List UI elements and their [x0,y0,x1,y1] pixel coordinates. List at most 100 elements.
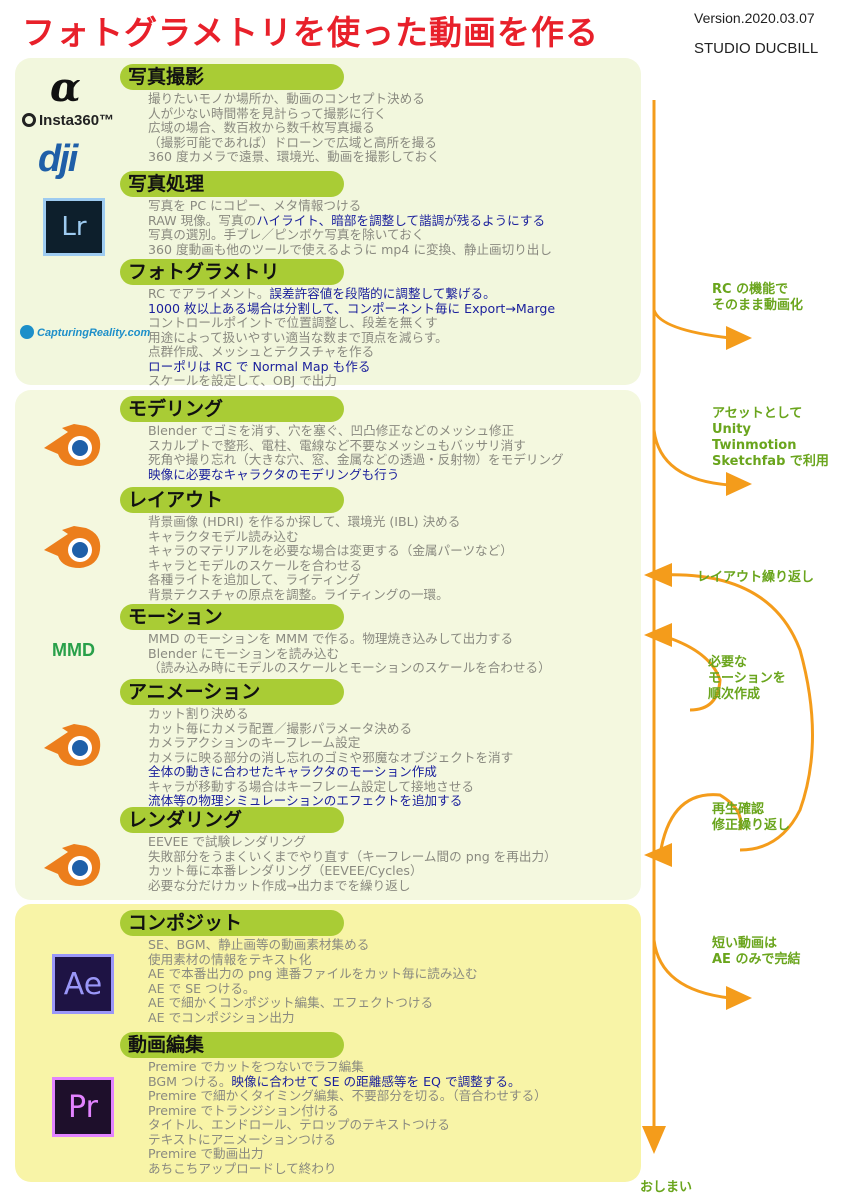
step-text: BGM つける。 [148,1073,232,1089]
step-line: MMD のモーションを MMM で作る。物理焼き込みして出力する [148,631,514,647]
section-title: フォトグラメトリ [120,259,344,285]
step-text: 撮りたいモノか場所か、動画のコンセプト決める [148,91,425,106]
step-line: Premire でカットをつないでラフ編集 [148,1059,364,1075]
blender-icon-2 [44,526,101,568]
step-text: （撮影可能であれば）ドローンで広域と高所を撮る [148,134,437,150]
step-line: 1000 枚以上ある場合は分割して、コンポーネント毎に Export→Marge [148,301,555,317]
step-text: AE で本番出力の png 連番ファイルをカット毎に読み込む [148,966,478,981]
section-title: レイアウト [120,487,344,513]
after-effects-logo: Ae [52,954,114,1014]
step-line: AE で本番出力の png 連番ファイルをカット毎に読み込む [148,966,478,982]
step-line: カット毎にカメラ配置／撮影パラメータ決める [148,721,412,737]
step-text: MMD のモーションを MMM で作る。物理焼き込みして出力する [148,631,514,646]
note-line: レイアウト繰り返し [697,570,815,585]
step-line: RC でアライメント。誤差許容値を段階的に調整して繋げる。 [148,286,496,302]
step-line: キャラのマテリアルを必要な場合は変更する（金属パーツなど） [148,543,513,559]
step-text: 背景テクスチャの原点を調整。ライティングの一環。 [148,586,449,602]
step-line: スケールを設定して、OBJ で出力 [148,373,337,389]
step-line: Premire でトランジション付ける [148,1102,339,1119]
highlight-text: ローポリは RC で Normal Map も作る [148,358,371,374]
step-line: 広域の場合、数百枚から数千枚写真撮る [148,120,375,136]
premiere-logo: Pr [52,1077,114,1137]
step-text: カット割り決める [148,706,249,721]
step-line: 映像に必要なキャラクタのモデリングも行う [148,466,400,483]
arrow-head-motion [644,623,672,647]
step-text: 写真の選別。手ブレ／ピンボケ写真を除いておく [148,227,425,242]
note-rc: RC の機能でそのまま動画化 [712,282,803,314]
step-line: 写真の選別。手ブレ／ピンボケ写真を除いておく [148,227,425,243]
note-layout-repeat: レイアウト繰り返し [697,570,814,586]
step-line: キャラクタモデル読み込む [148,529,299,545]
step-text: 360 度動画も他のツールで使えるように mp4 に変換、静止画切り出し [148,241,552,257]
highlight-text: 映像に必要なキャラクタのモデリングも行う [148,466,400,482]
highlight-text: 映像に合わせて SE の距離感等を EQ で調整する。 [231,1073,521,1089]
step-text: カメラに映る部分の消し忘れのゴミや邪魔なオブジェクトを消す [148,749,514,765]
step-text: RC でアライメント。 [148,286,270,301]
highlight-text: 流体等の物理シミュレーションのエフェクトを追加する [148,793,463,808]
note-line: AE のみで完結 [712,952,801,967]
panel-capture-processing [15,58,641,385]
step-text: キャラが移動する場合はキーフレーム設定して接地させる [148,778,474,794]
note-playback: 再生確認修正繰り返し [712,802,790,834]
step-text: Premire でカットをつないでラフ編集 [148,1059,364,1074]
section-title: アニメーション [120,679,344,705]
flow-arrows [642,100,814,1154]
step-text: 点群作成、メッシュとテクスチャを作る [148,344,375,359]
end-label: おしまい [640,1180,693,1195]
step-line: タイトル、エンドロール、テロップのテキストつける [148,1117,450,1133]
step-text: 広域の場合、数百枚から数千枚写真撮る [148,120,375,135]
note-line: アセットとして [712,406,803,421]
highlight-text: 誤差許容値を段階的に調整して繋げる。 [269,286,496,301]
step-line: AE で細かくコンポジット編集、エフェクトつける [148,995,433,1011]
note-line: 修正繰り返し [712,818,791,833]
step-text: テキストにアニメーションつける [148,1131,337,1147]
page-title: フォトグラメトリを使った動画を作る [22,13,600,52]
step-text: Premire でトランジション付ける [148,1102,339,1118]
step-text: Blender でゴミを消す、穴を塞ぐ、凹凸修正などのメッシュ修正 [148,423,515,438]
step-line: カメラに映る部分の消し忘れのゴミや邪魔なオブジェクトを消す [148,749,514,766]
note-motion: 必要なモーションを順次作成 [708,655,786,703]
blender-icon-3 [44,724,101,766]
arrow-head-short [726,986,752,1010]
step-text: コントロールポイントで位置調整し、段差を無くす [148,315,438,330]
step-line: 点群作成、メッシュとテクスチャを作る [148,344,375,360]
step-line: あちこちアップロードして終わり [148,1161,337,1177]
step-line: BGM つける。映像に合わせて SE の距離感等を EQ で調整する。 [148,1073,521,1090]
blender-icon-1 [44,424,101,466]
step-text: カメラアクションのキーフレーム設定 [148,735,361,750]
note-line: Twinmotion [712,438,797,453]
step-line: カット毎に本番レンダリング（EEVEE/Cycles） [148,863,423,879]
step-line: （読み込み時にモデルのスケールとモーションのスケールを合わせる） [148,660,551,676]
section-title: 動画編集 [120,1032,344,1058]
note-line: モーションを [708,671,786,686]
step-line: カメラアクションのキーフレーム設定 [148,735,361,751]
step-line: 撮りたいモノか場所か、動画のコンセプト決める [148,91,425,107]
blender-icon-4 [44,844,101,886]
step-text: タイトル、エンドロール、テロップのテキストつける [148,1117,450,1132]
step-text: キャラとモデルのスケールを合わせる [148,557,363,573]
step-line: 写真を PC にコピー、メタ情報つける [148,198,362,214]
section-title: モデリング [120,396,344,422]
step-line: ローポリは RC で Normal Map も作る [148,358,371,375]
step-line: EEVEE で試験レンダリング [148,834,306,850]
note-line: そのまま動画化 [712,298,804,313]
step-text: RAW 現像。写真の [148,212,257,228]
section-title: コンポジット [120,910,344,936]
step-line: RAW 現像。写真のハイライト、暗部を調整して諧調が残るようにする [148,212,545,229]
sony-alpha-logo: α [50,64,81,111]
mmd-logo: MMD [52,640,95,660]
step-text: Premire で動画出力 [148,1146,264,1161]
step-text: 使用素材の情報をテキスト化 [148,951,312,967]
step-line: 必要な分だけカット作成→出力までを繰り返し [148,878,410,894]
step-line: 背景テクスチャの原点を調整。ライティングの一環。 [148,586,449,603]
step-line: テキストにアニメーションつける [148,1131,337,1148]
note-line: Sketchfab で利用 [712,454,829,469]
step-line: AE で SE つける。 [148,981,256,997]
step-text: キャラのマテリアルを必要な場合は変更する（金属パーツなど） [148,543,513,558]
lightroom-logo: Lr [43,198,105,256]
step-text: SE、BGM、静止画等の動画素材集める [148,937,370,952]
step-line: Premire で細かくタイミング編集、不要部分を切る。（音合わせする） [148,1088,547,1104]
step-text: 写真を PC にコピー、メタ情報つける [148,198,362,213]
